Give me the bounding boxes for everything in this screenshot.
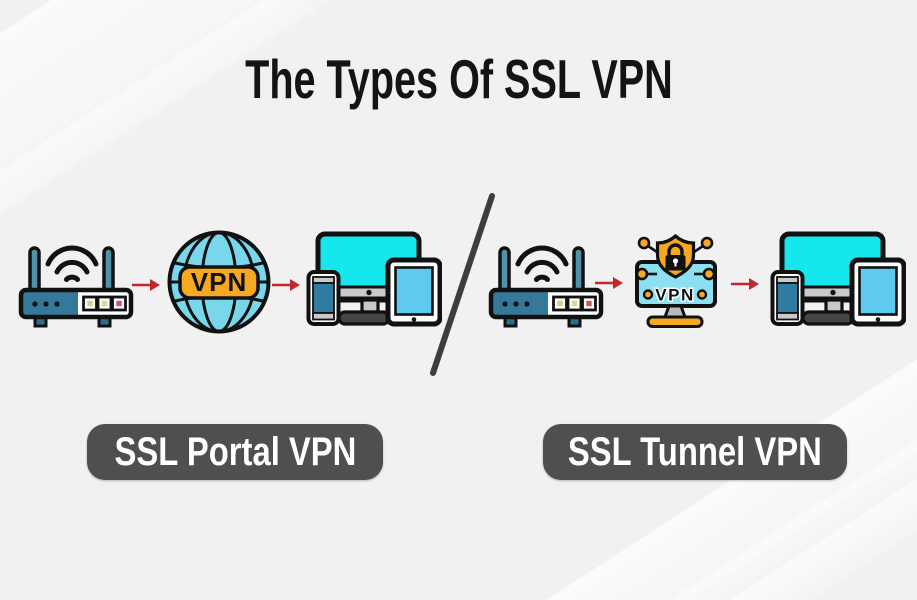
- badge-ssl-portal-vpn: SSL Portal VPN: [87, 424, 383, 480]
- background-swoosh: [0, 0, 318, 242]
- multi-devices-icon: [770, 227, 906, 327]
- wifi-router-icon: [484, 224, 608, 332]
- page-title-text: The Types Of SSL VPN: [244, 48, 673, 110]
- page-title: The Types Of SSL VPN: [0, 47, 917, 111]
- globe-vpn-label: VPN: [191, 267, 247, 297]
- badge-ssl-tunnel-vpn: SSL Tunnel VPN: [543, 424, 847, 480]
- arrow-right-icon: [730, 276, 760, 292]
- badge-ssl-portal-vpn-label: SSL Portal VPN: [114, 429, 356, 474]
- lock-icon: [665, 243, 686, 271]
- wifi-router-icon: [14, 224, 138, 332]
- vpn-badge: [178, 265, 260, 300]
- arrow-right-icon: [594, 275, 624, 291]
- multi-devices-icon: [306, 227, 442, 327]
- arrow-right-icon: [271, 277, 301, 293]
- shield-vpn-monitor-icon: VPN: [635, 233, 717, 328]
- divider-line: [430, 193, 495, 376]
- globe-vpn-icon: VPN: [167, 230, 271, 334]
- background-swoosh: [0, 0, 396, 261]
- arrow-right-icon: [131, 277, 161, 293]
- background-swoosh: [629, 381, 917, 600]
- badge-ssl-tunnel-vpn-label: SSL Tunnel VPN: [568, 429, 822, 474]
- monitor-vpn-label: VPN: [655, 286, 694, 305]
